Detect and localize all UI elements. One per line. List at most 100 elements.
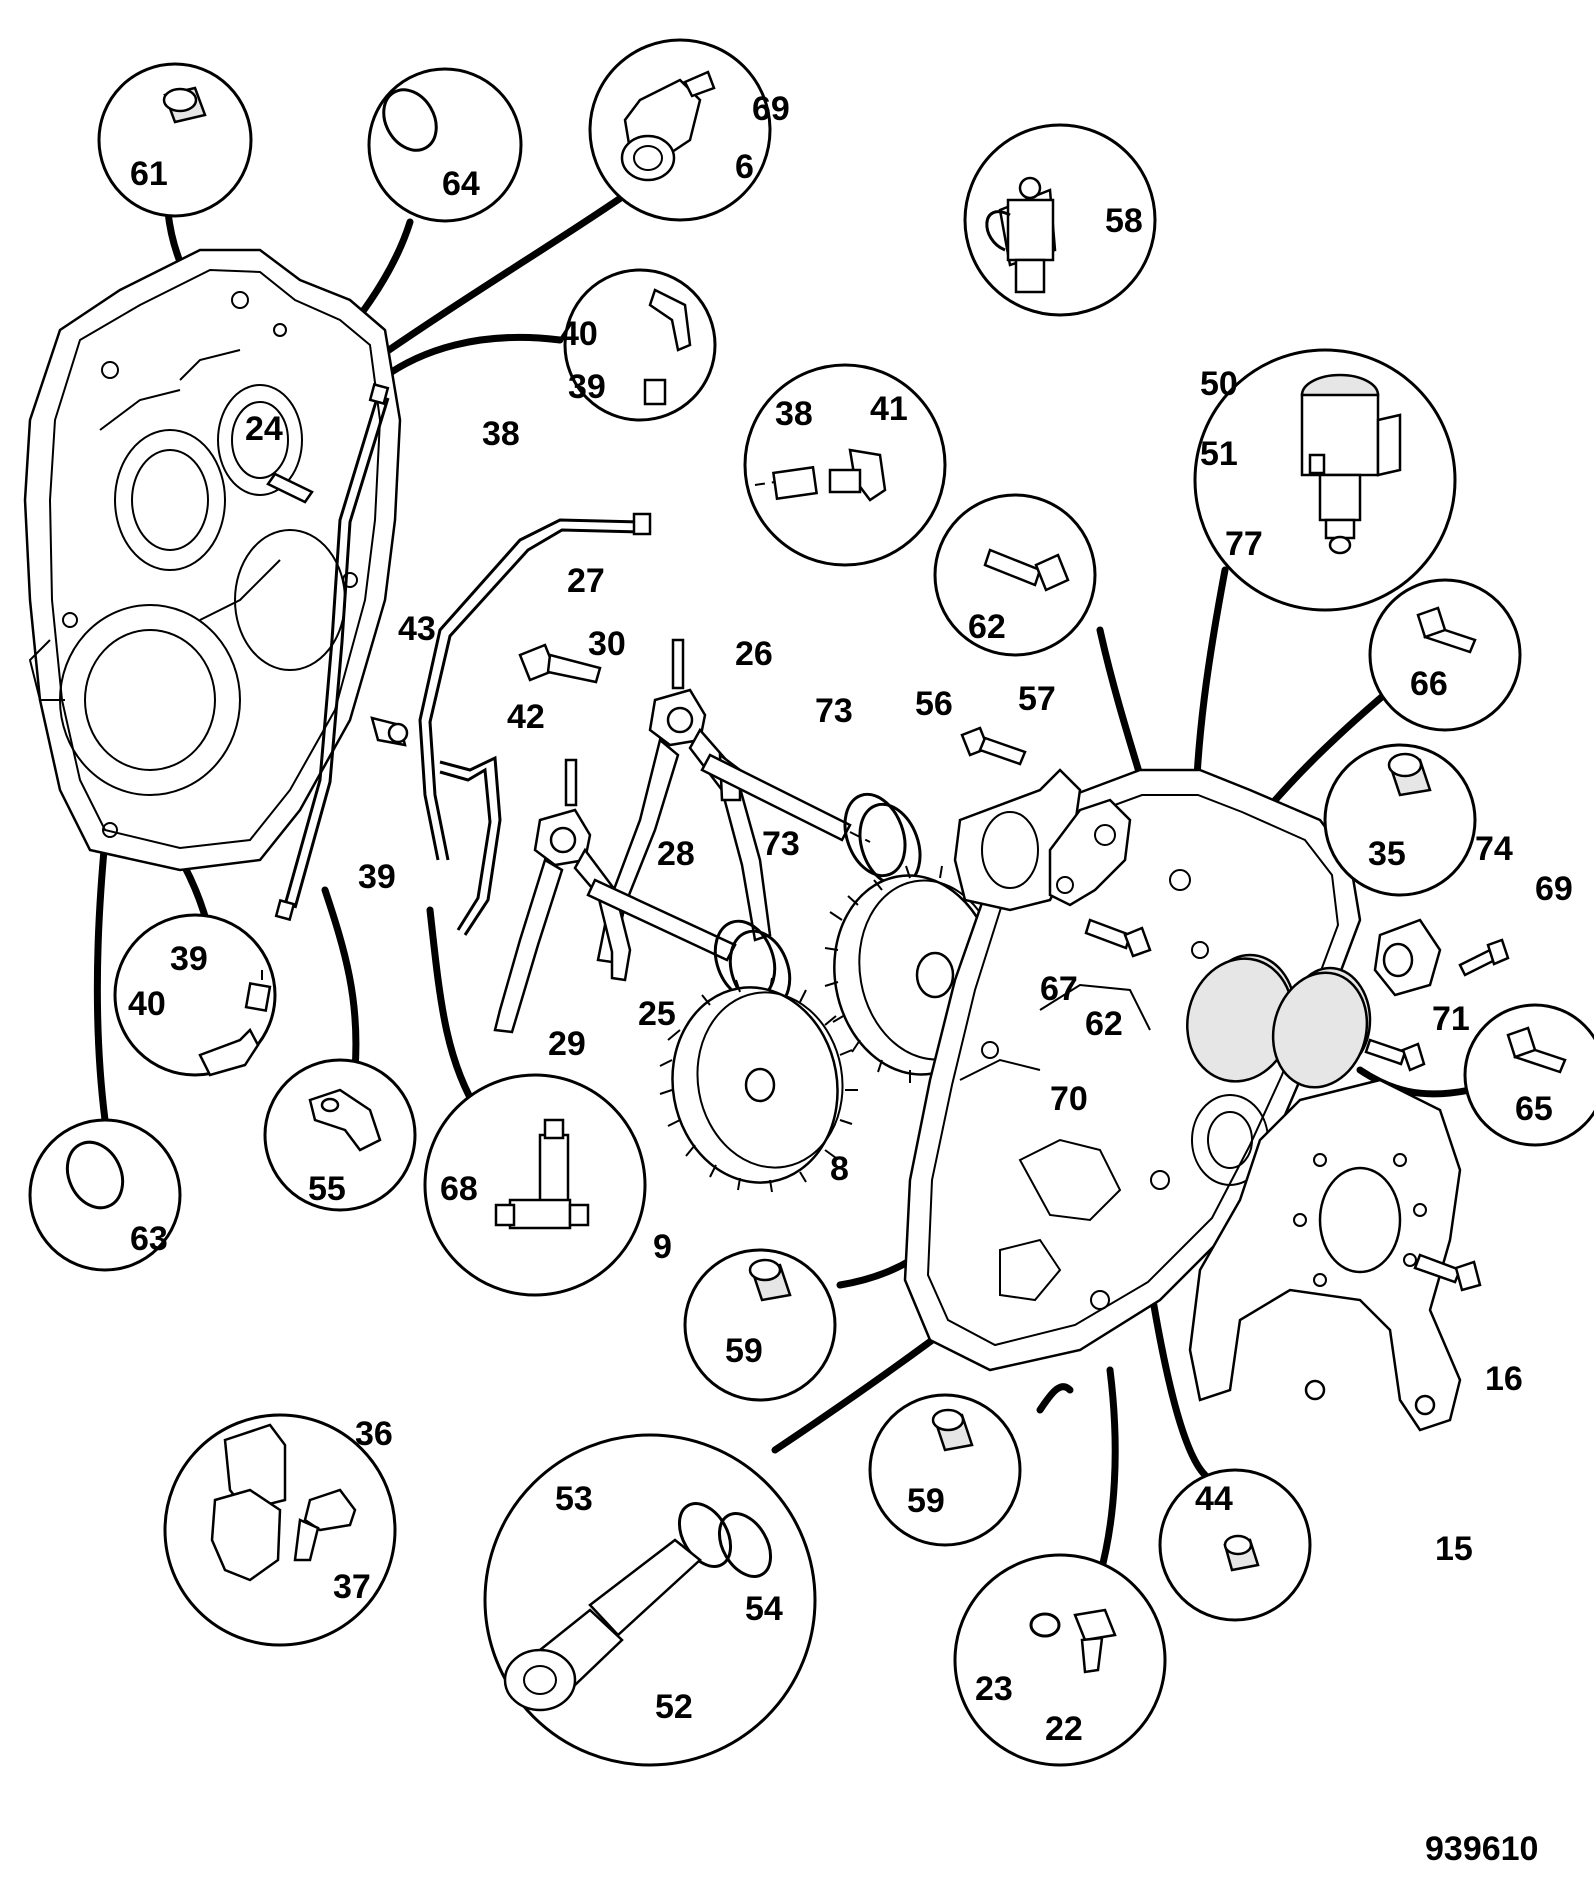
callout-59-a: 59 bbox=[725, 1332, 763, 1370]
callout-37: 37 bbox=[333, 1568, 371, 1606]
callout-66: 66 bbox=[1410, 665, 1448, 703]
fitting-43 bbox=[370, 716, 409, 747]
oil-pipe-39 bbox=[274, 382, 390, 922]
callout-50: 50 bbox=[1200, 365, 1238, 403]
flange-74 bbox=[1373, 918, 1442, 997]
callout-circle-65 bbox=[1463, 1003, 1594, 1147]
callout-41: 41 bbox=[870, 390, 908, 428]
callout-65: 65 bbox=[1515, 1090, 1553, 1128]
callout-39: 39 bbox=[568, 368, 606, 406]
callout-circle-22-23 bbox=[953, 1553, 1167, 1767]
callout-circle-55 bbox=[263, 1058, 417, 1212]
callout-9: 9 bbox=[653, 1228, 672, 1266]
callout-58: 58 bbox=[1105, 202, 1143, 240]
callout-26: 26 bbox=[735, 635, 773, 673]
callout-circle-38-41 bbox=[743, 363, 947, 567]
cover-71 bbox=[1271, 971, 1369, 1089]
callout-27: 27 bbox=[567, 562, 605, 600]
selector-fork-29 bbox=[493, 808, 632, 1034]
oil-pipe-38 bbox=[418, 512, 652, 861]
callout-23: 23 bbox=[975, 1670, 1013, 1708]
callout-68: 68 bbox=[440, 1170, 478, 1208]
callout-71: 71 bbox=[1432, 1000, 1470, 1038]
dowel-pin-24 bbox=[266, 472, 314, 504]
callout-70: 70 bbox=[1050, 1080, 1088, 1118]
oil-pipe-42 bbox=[439, 755, 502, 936]
callout-77: 77 bbox=[1225, 525, 1263, 563]
bolt-69-right bbox=[1458, 938, 1510, 977]
callout-61: 61 bbox=[130, 155, 168, 193]
gear-9 bbox=[659, 977, 858, 1193]
callout-52: 52 bbox=[655, 1688, 693, 1726]
callout-39-lower: 39 bbox=[170, 940, 208, 978]
callout-38-center: 38 bbox=[482, 415, 520, 453]
callout-24: 24 bbox=[245, 410, 283, 448]
callout-circle-59-b bbox=[868, 1393, 1022, 1547]
callout-16: 16 bbox=[1485, 1360, 1523, 1398]
callout-circle-35 bbox=[1323, 743, 1477, 897]
callout-69: 69 bbox=[752, 90, 790, 128]
callout-69-right: 69 bbox=[1535, 870, 1573, 908]
pin-30 bbox=[564, 638, 685, 807]
callout-36: 36 bbox=[355, 1415, 393, 1453]
bolt-57 bbox=[960, 726, 1027, 766]
callout-circle-44 bbox=[1158, 1468, 1312, 1622]
callout-circle-66 bbox=[1368, 578, 1522, 732]
bolt-27 bbox=[518, 643, 602, 684]
callout-64: 64 bbox=[442, 165, 480, 203]
callout-43: 43 bbox=[398, 610, 436, 648]
callout-circle-39-40 bbox=[113, 913, 277, 1077]
callout-73-lower: 73 bbox=[762, 825, 800, 863]
callout-42: 42 bbox=[507, 698, 545, 736]
callout-circle-68 bbox=[423, 1073, 647, 1297]
callout-55: 55 bbox=[308, 1170, 346, 1208]
selector-rod-26 bbox=[700, 753, 871, 843]
callout-56: 56 bbox=[915, 685, 953, 723]
callout-circle-64 bbox=[367, 67, 523, 223]
callout-circle-69-6 bbox=[588, 38, 772, 222]
callout-circle-61 bbox=[97, 62, 253, 218]
callout-circle-58 bbox=[963, 123, 1157, 317]
left-gearbox-housing bbox=[23, 248, 402, 872]
cover-plate-15 bbox=[1188, 1078, 1462, 1432]
callout-51: 51 bbox=[1200, 435, 1238, 473]
callout-74: 74 bbox=[1475, 830, 1513, 868]
selector-rod-25 bbox=[586, 878, 737, 962]
callout-28: 28 bbox=[657, 835, 695, 873]
bolt-71 bbox=[1364, 1038, 1426, 1072]
callout-circle-62 bbox=[933, 493, 1097, 657]
callout-labels: 61 64 69 6 58 40 39 38 41 50 51 77 62 66… bbox=[128, 90, 1573, 1748]
callout-53: 53 bbox=[555, 1480, 593, 1518]
callout-38: 38 bbox=[775, 395, 813, 433]
callout-40: 40 bbox=[560, 315, 598, 353]
callout-35: 35 bbox=[1368, 835, 1406, 873]
diagram-reference-number: 939610 bbox=[1425, 1830, 1538, 1868]
callout-22: 22 bbox=[1045, 1710, 1083, 1748]
bolt-16 bbox=[1413, 1253, 1482, 1292]
callout-circle-63 bbox=[28, 1118, 182, 1272]
callout-62-lower: 62 bbox=[1085, 1005, 1123, 1043]
callout-circle-40-39 bbox=[563, 268, 717, 422]
callout-40-lower: 40 bbox=[128, 985, 166, 1023]
callout-62: 62 bbox=[968, 608, 1006, 646]
plate-67 bbox=[1048, 798, 1132, 907]
callout-67: 67 bbox=[1040, 970, 1078, 1008]
callout-39-center: 39 bbox=[358, 858, 396, 896]
callout-29: 29 bbox=[548, 1025, 586, 1063]
callout-59-b: 59 bbox=[907, 1482, 945, 1520]
callout-25: 25 bbox=[638, 995, 676, 1033]
callout-57: 57 bbox=[1018, 680, 1056, 718]
callout-6: 6 bbox=[735, 148, 754, 186]
callout-circle-50-51-77 bbox=[1193, 348, 1457, 612]
callout-circle-36-37 bbox=[163, 1413, 397, 1647]
callout-15: 15 bbox=[1435, 1530, 1473, 1568]
callout-circle-59-a bbox=[683, 1248, 837, 1402]
bolt-62-lower bbox=[1084, 918, 1152, 958]
callout-circle-52-53-54 bbox=[483, 1433, 817, 1767]
callout-63: 63 bbox=[130, 1220, 168, 1258]
callout-44: 44 bbox=[1195, 1480, 1233, 1518]
callout-73-upper: 73 bbox=[815, 692, 853, 730]
callout-8: 8 bbox=[830, 1150, 849, 1188]
callout-30: 30 bbox=[588, 625, 626, 663]
